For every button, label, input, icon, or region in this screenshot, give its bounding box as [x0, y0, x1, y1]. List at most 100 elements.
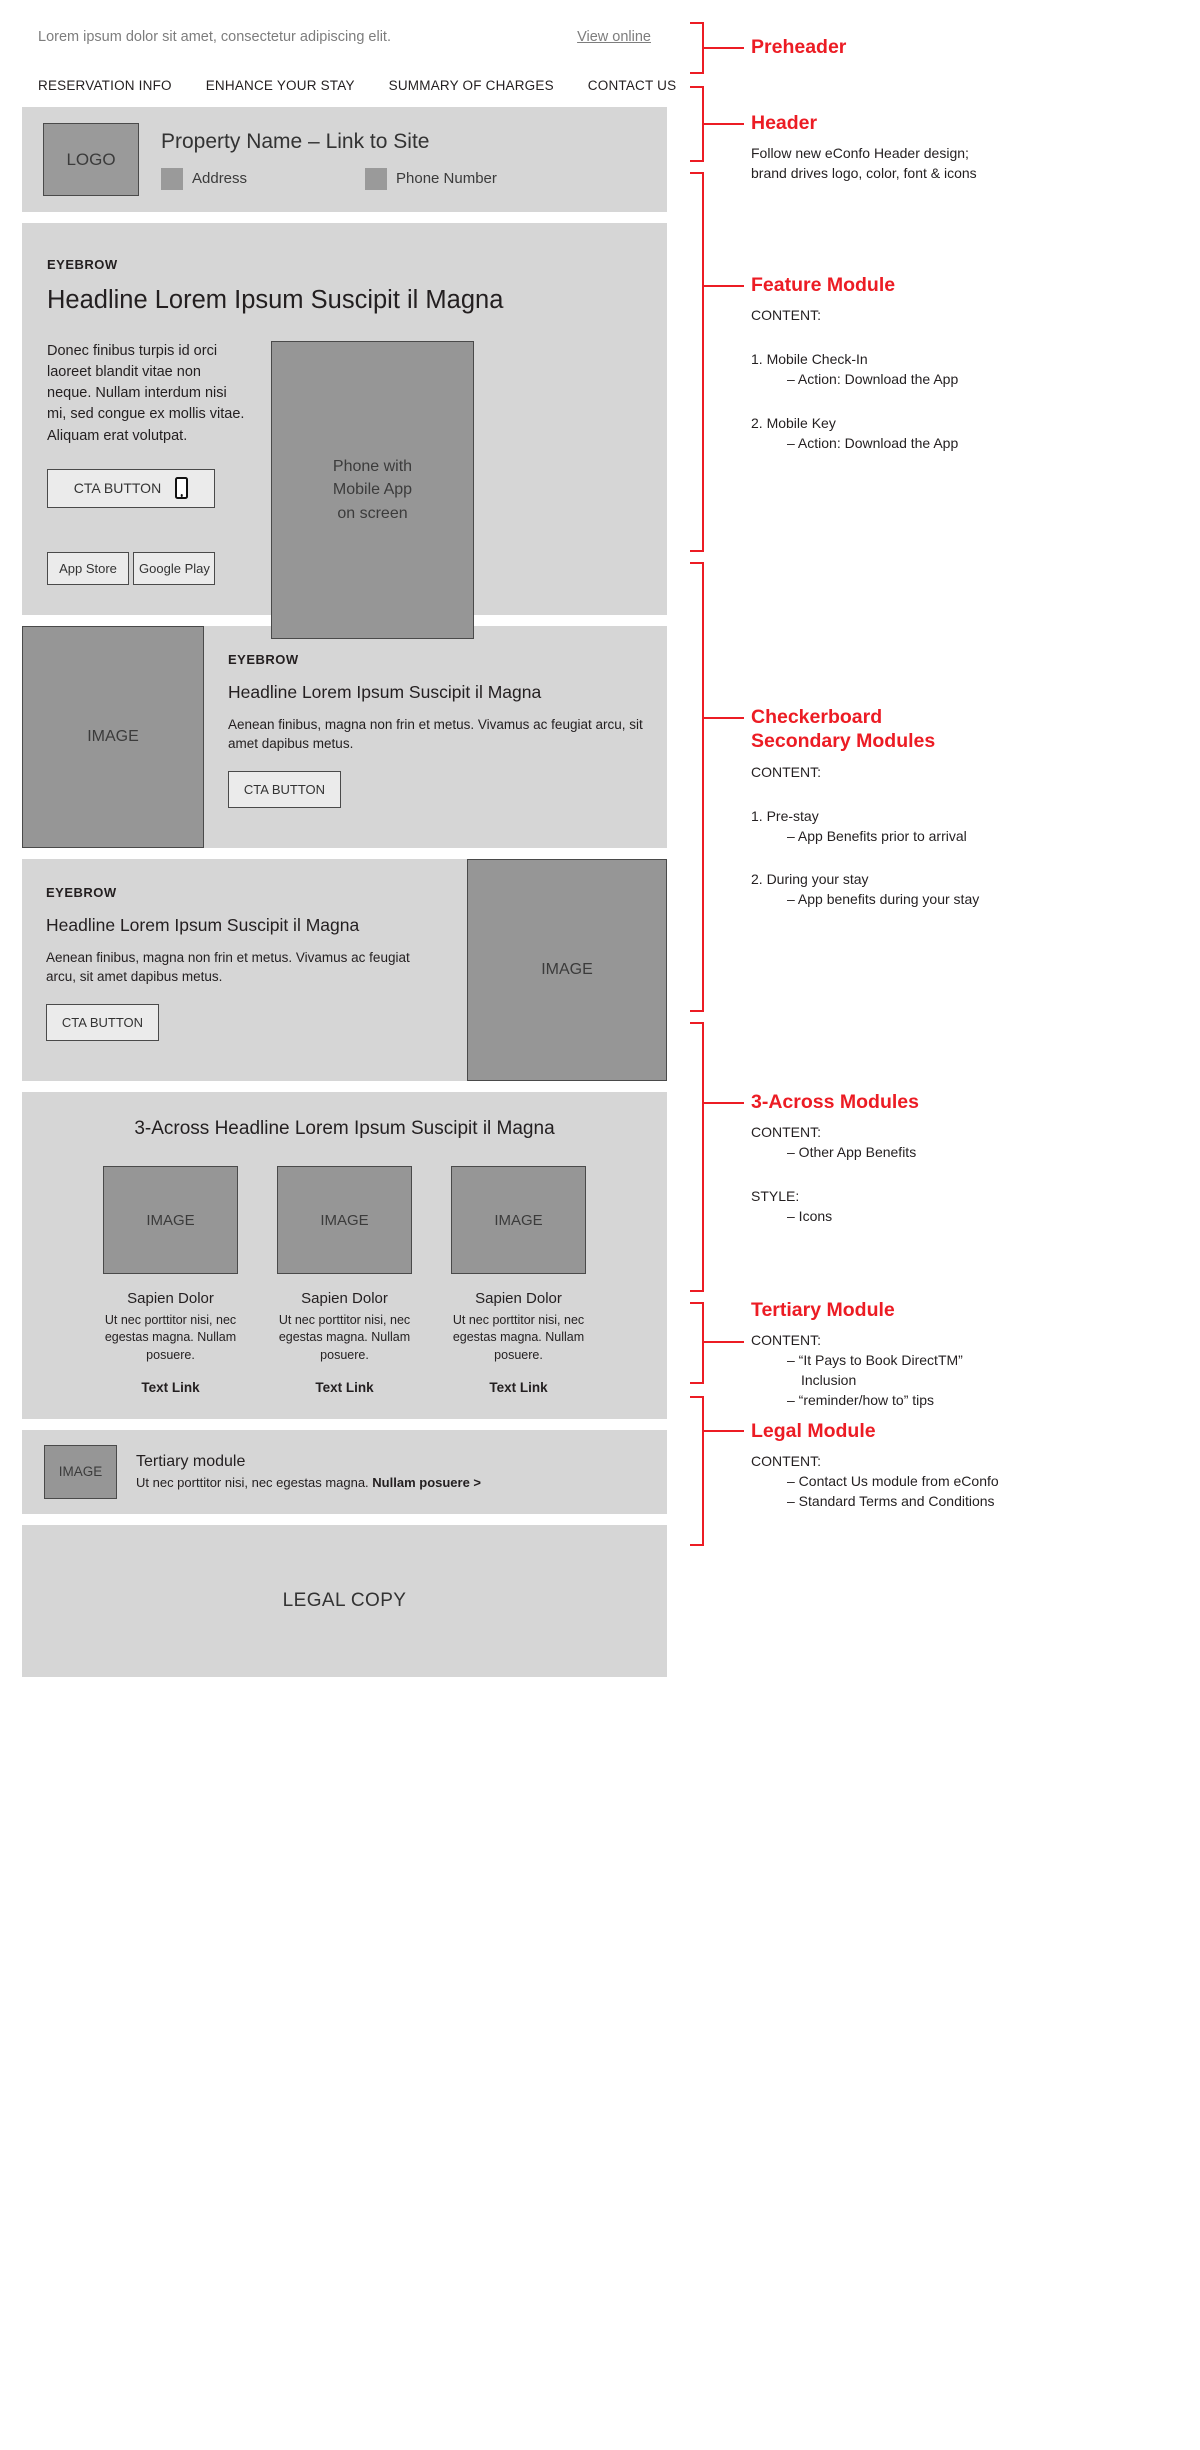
annotation-three-across-content-sub: – Other App Benefits	[787, 1144, 917, 1161]
logo-placeholder: LOGO	[43, 123, 139, 196]
annotation-feature-item-2: 2. Mobile Key	[751, 415, 836, 431]
view-online-link[interactable]: View online	[577, 29, 651, 45]
card-3-text-link[interactable]: Text Link	[489, 1379, 548, 1395]
card-2-image: IMAGE	[277, 1166, 412, 1274]
card-3-title: Sapien Dolor	[475, 1290, 562, 1307]
three-across-card: IMAGE Sapien Dolor Ut nec porttitor nisi…	[103, 1166, 238, 1395]
annotation-tertiary: Tertiary Module CONTENT: – “It Pays to B…	[751, 1298, 1191, 1411]
tertiary-subtitle-text: Ut nec porttitor nisi, nec egestas magna…	[136, 1475, 373, 1491]
checkerboard-2-image: IMAGE	[467, 859, 667, 1081]
annotation-checkerboard-title: Checkerboard Secondary Modules	[751, 705, 1191, 754]
three-across-card: IMAGE Sapien Dolor Ut nec porttitor nisi…	[451, 1166, 586, 1395]
location-pin-icon	[161, 167, 183, 190]
card-2-text-link[interactable]: Text Link	[315, 1379, 374, 1395]
spacer	[22, 1514, 667, 1525]
tertiary-subtitle-link[interactable]: Nullam posuere >	[372, 1475, 482, 1491]
card-2-paragraph: Ut nec porttitor nisi, nec egestas magna…	[278, 1313, 411, 1362]
feature-cta-button[interactable]: CTA BUTTON	[47, 468, 215, 508]
bracket-header	[690, 86, 704, 162]
three-across-module: 3-Across Headline Lorem Ipsum Suscipit i…	[22, 1092, 667, 1419]
checkerboard-module-1: IMAGE EYEBROW Headline Lorem Ipsum Susci…	[22, 626, 667, 848]
card-1-image: IMAGE	[103, 1166, 238, 1274]
annotation-preheader-title: Preheader	[751, 36, 847, 58]
google-play-button[interactable]: Google Play	[133, 551, 216, 585]
checkerboard-1-image: IMAGE	[22, 626, 204, 848]
header-details: Property Name – Link to Site Address Pho…	[161, 130, 646, 190]
annotation-feature-item-1: 1. Mobile Check-In	[751, 351, 868, 368]
annotation-legal-sub-2: – Standard Terms and Conditions	[787, 1493, 995, 1510]
spacer	[22, 1081, 667, 1092]
tertiary-title: Tertiary module	[136, 1453, 246, 1471]
nav-item-summary-of-charges[interactable]: SUMMARY OF CHARGES	[388, 78, 554, 93]
bracket-preheader	[690, 22, 704, 74]
checkerboard-2-eyebrow: EYEBROW	[46, 885, 117, 900]
feature-headline: Headline Lorem Ipsum Suscipit il Magna	[47, 286, 504, 314]
property-name-link[interactable]: Property Name – Link to Site	[161, 129, 430, 153]
annotation-checkerboard-title-line1: Checkerboard	[751, 706, 883, 728]
bracket-three-across	[690, 1022, 704, 1292]
checkerboard-2-paragraph: Aenean finibus, magna non frin et metus.…	[46, 949, 410, 985]
annotation-feature-item-1-sub: – Action: Download the App	[787, 371, 959, 388]
annotation-checkerboard-title-line2: Secondary Modules	[751, 730, 936, 753]
annotation-legal: Legal Module CONTENT: – Contact Us modul…	[751, 1419, 1191, 1512]
feature-eyebrow: EYEBROW	[47, 257, 118, 272]
tertiary-module: IMAGE Tertiary module Ut nec porttitor n…	[22, 1429, 667, 1514]
card-1-text-link[interactable]: Text Link	[141, 1379, 200, 1395]
bracket-tertiary	[690, 1302, 704, 1384]
bracket-legal	[690, 1396, 704, 1546]
annotation-three-across-content-label: CONTENT:	[751, 1124, 821, 1141]
stem-header	[704, 123, 744, 126]
nav-item-contact-us[interactable]: CONTACT US	[587, 78, 677, 93]
card-3-paragraph: Ut nec porttitor nisi, nec egestas magna…	[452, 1313, 585, 1362]
card-1-paragraph: Ut nec porttitor nisi, nec egestas magna…	[104, 1313, 237, 1362]
checkerboard-module-2: EYEBROW Headline Lorem Ipsum Suscipit il…	[22, 859, 667, 1081]
checkerboard-1-paragraph: Aenean finibus, magna non frin et metus.…	[228, 716, 643, 752]
stem-three-across	[704, 1102, 744, 1105]
annotation-feature-title: Feature Module	[751, 274, 896, 296]
checkerboard-2-cta-button[interactable]: CTA BUTTON	[46, 1003, 159, 1041]
feature-module: EYEBROW Headline Lorem Ipsum Suscipit il…	[22, 223, 667, 639]
app-store-button[interactable]: App Store	[47, 551, 129, 585]
checkerboard-1-headline: Headline Lorem Ipsum Suscipit il Magna	[228, 682, 542, 702]
stem-preheader	[704, 47, 744, 50]
address-label: Address	[192, 170, 248, 187]
nav-item-reservation-info[interactable]: RESERVATION INFO	[38, 78, 172, 93]
legal-module: LEGAL COPY	[22, 1524, 667, 1677]
annotation-tertiary-content-label: CONTENT:	[751, 1332, 821, 1349]
annotation-checkerboard-item-1-sub: – App Benefits prior to arrival	[787, 827, 967, 844]
header-contact-row: Address Phone Number	[161, 167, 646, 190]
preheader-text: Lorem ipsum dolor sit amet, consectetur …	[38, 29, 391, 45]
checkerboard-2-headline: Headline Lorem Ipsum Suscipit il Magna	[46, 915, 360, 935]
annotation-legal-content-label: CONTENT:	[751, 1453, 821, 1470]
three-across-card: IMAGE Sapien Dolor Ut nec porttitor nisi…	[277, 1166, 412, 1395]
annotation-three-across-title: 3-Across Modules	[751, 1091, 919, 1113]
card-1-title: Sapien Dolor	[127, 1290, 214, 1307]
annotation-tertiary-sub-1: – “It Pays to Book DirectTM”	[787, 1352, 963, 1369]
annotation-checkerboard-content-label: CONTENT:	[751, 763, 821, 780]
annotation-tertiary-title: Tertiary Module	[751, 1299, 895, 1321]
checkerboard-1-cta-button[interactable]: CTA BUTTON	[228, 770, 341, 808]
annotation-header-line1: Follow new eConfo Header design;	[751, 145, 969, 162]
phone-item: Phone Number	[365, 167, 497, 190]
preheader-module: Lorem ipsum dolor sit amet, consectetur …	[22, 0, 667, 74]
annotation-legal-title: Legal Module	[751, 1420, 876, 1442]
nav-item-enhance-your-stay[interactable]: ENHANCE YOUR STAY	[205, 78, 355, 93]
annotation-checkerboard-item-1: 1. Pre-stay	[751, 807, 819, 824]
stem-legal	[704, 1430, 744, 1433]
annotation-header: Header Follow new eConfo Header design; …	[751, 111, 1191, 184]
mobile-phone-icon	[175, 477, 189, 500]
bracket-checkerboard	[690, 562, 704, 1012]
card-2-title: Sapien Dolor	[301, 1290, 388, 1307]
spacer	[22, 212, 667, 223]
annotation-checkerboard-item-2: 2. During your stay	[751, 871, 869, 888]
phone-label: Phone Number	[396, 170, 497, 187]
annotation-feature-content-label: CONTENT:	[751, 307, 821, 324]
spacer	[22, 1419, 667, 1430]
annotation-three-across: 3-Across Modules CONTENT: – Other App Be…	[751, 1090, 1191, 1239]
main-navigation: RESERVATION INFO ENHANCE YOUR STAY SUMMA…	[22, 74, 676, 107]
tertiary-subtitle: Ut nec porttitor nisi, nec egestas magna…	[136, 1475, 481, 1490]
stem-feature	[704, 285, 744, 288]
feature-paragraph: Donec finibus turpis id orci laoreet bla…	[47, 343, 245, 444]
annotation-checkerboard-item-2-sub: – App benefits during your stay	[787, 891, 980, 908]
